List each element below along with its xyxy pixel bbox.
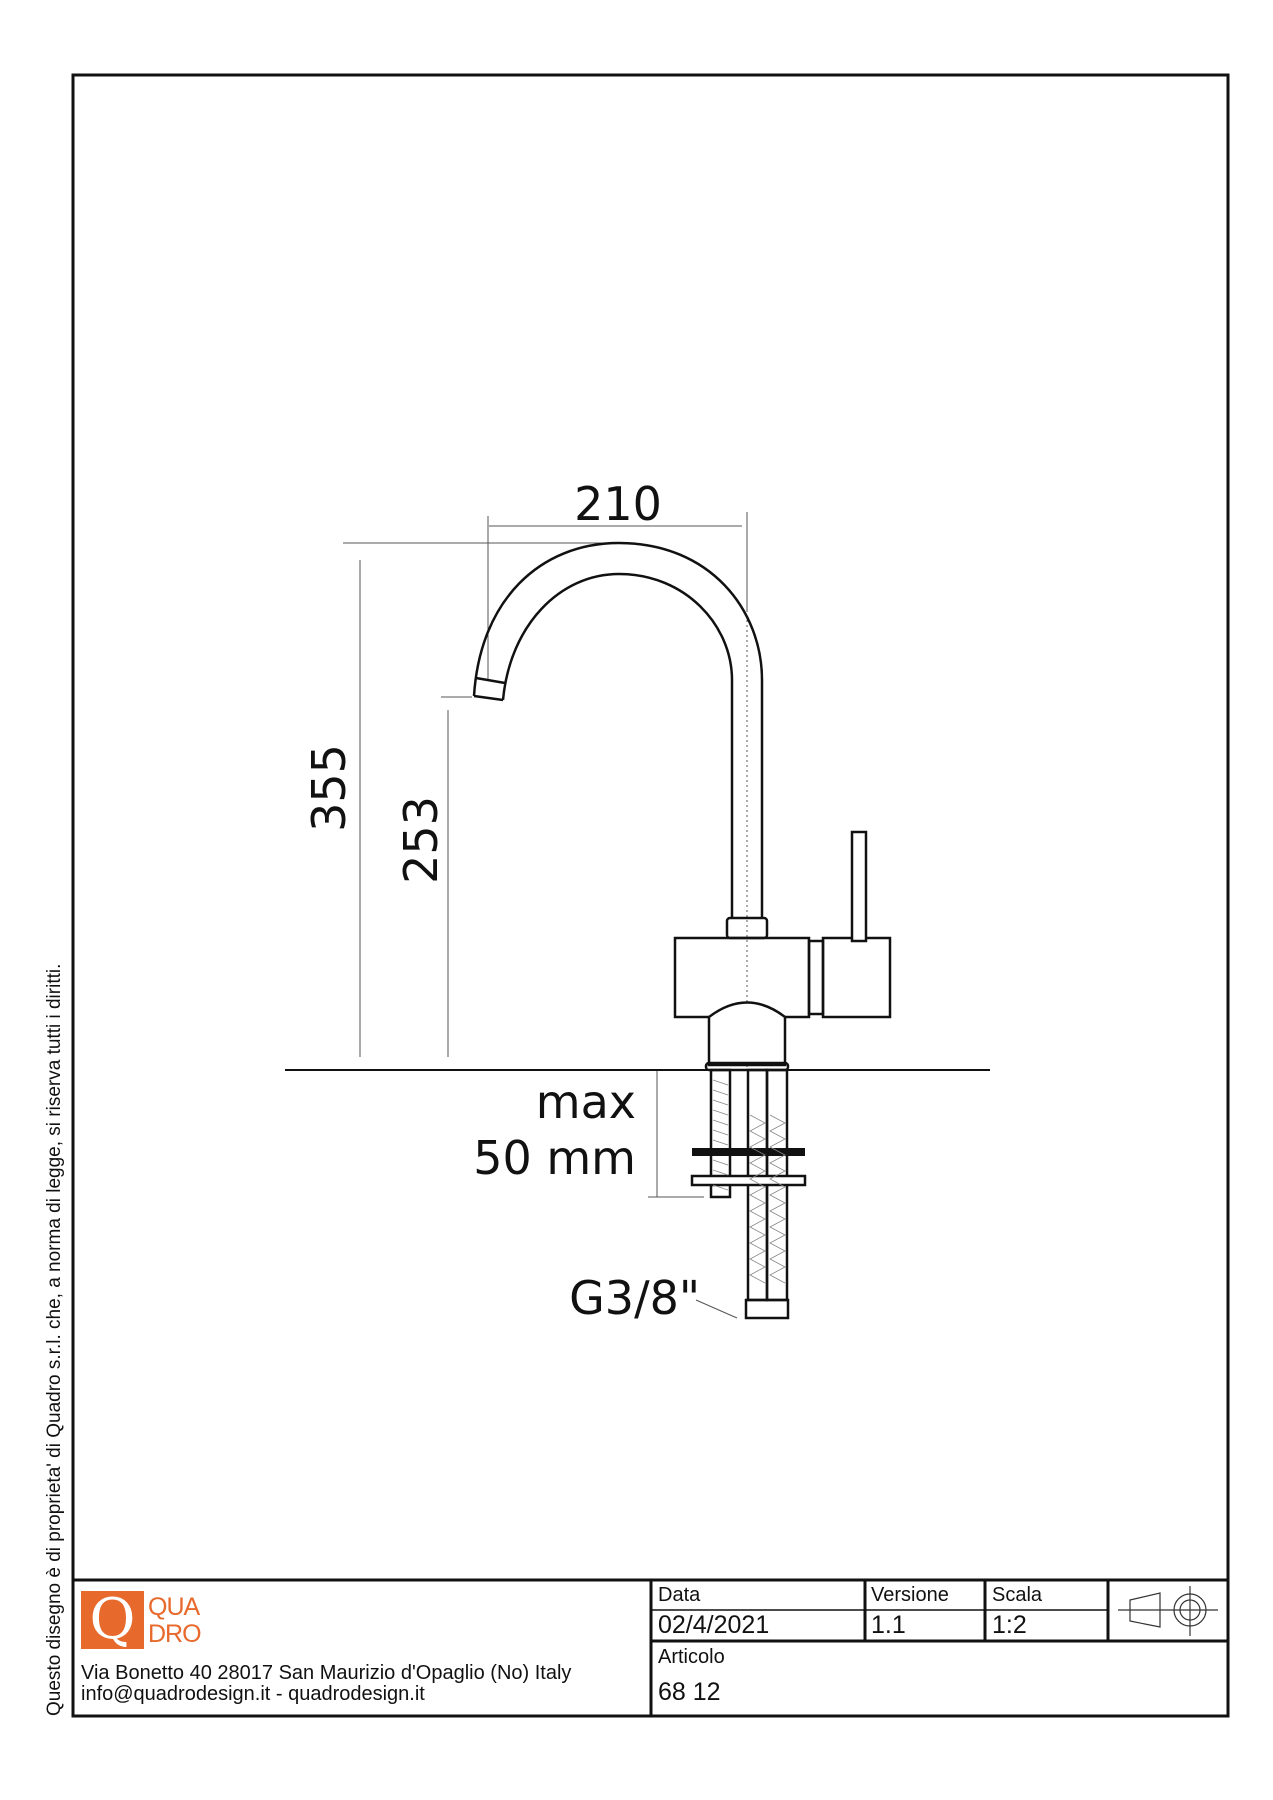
logo-text-line1: QUA: [148, 1593, 200, 1621]
drawing-frame: [71, 73, 1230, 1718]
logo-mark: Q: [81, 1591, 144, 1649]
address-line: Via Bonetto 40 28017 San Maurizio d'Opag…: [81, 1662, 572, 1684]
title-block-grid: [73, 1578, 1228, 1716]
dim-total-height: 355: [302, 744, 356, 832]
hose-braid: [712, 1079, 786, 1284]
article-label: Articolo: [658, 1646, 725, 1668]
date-label: Data: [658, 1584, 701, 1606]
copyright-note: Questo disegno è di proprieta' di Quadro…: [44, 963, 65, 1716]
dim-connection: G3/8": [569, 1271, 700, 1325]
contact-line: info@quadrodesign.it - quadrodesign.it: [81, 1683, 425, 1705]
version-value: 1.1: [871, 1611, 906, 1639]
version-label: Versione: [871, 1584, 949, 1606]
logo-text-line2: DRO: [148, 1620, 202, 1648]
dimension-lines: [343, 512, 748, 1319]
scale-value: 1:2: [992, 1611, 1027, 1639]
date-value: 02/4/2021: [658, 1611, 770, 1639]
scale-label: Scala: [992, 1584, 1043, 1606]
faucet-outline: [285, 541, 990, 1320]
article-value: 68 12: [658, 1678, 721, 1706]
dim-spout-height: 253: [394, 796, 448, 884]
first-angle-projection-icon: [1118, 1586, 1218, 1636]
dim-max-value: 50 mm: [473, 1131, 636, 1185]
dim-width: 210: [574, 477, 662, 531]
dim-max-label: max: [536, 1075, 636, 1129]
